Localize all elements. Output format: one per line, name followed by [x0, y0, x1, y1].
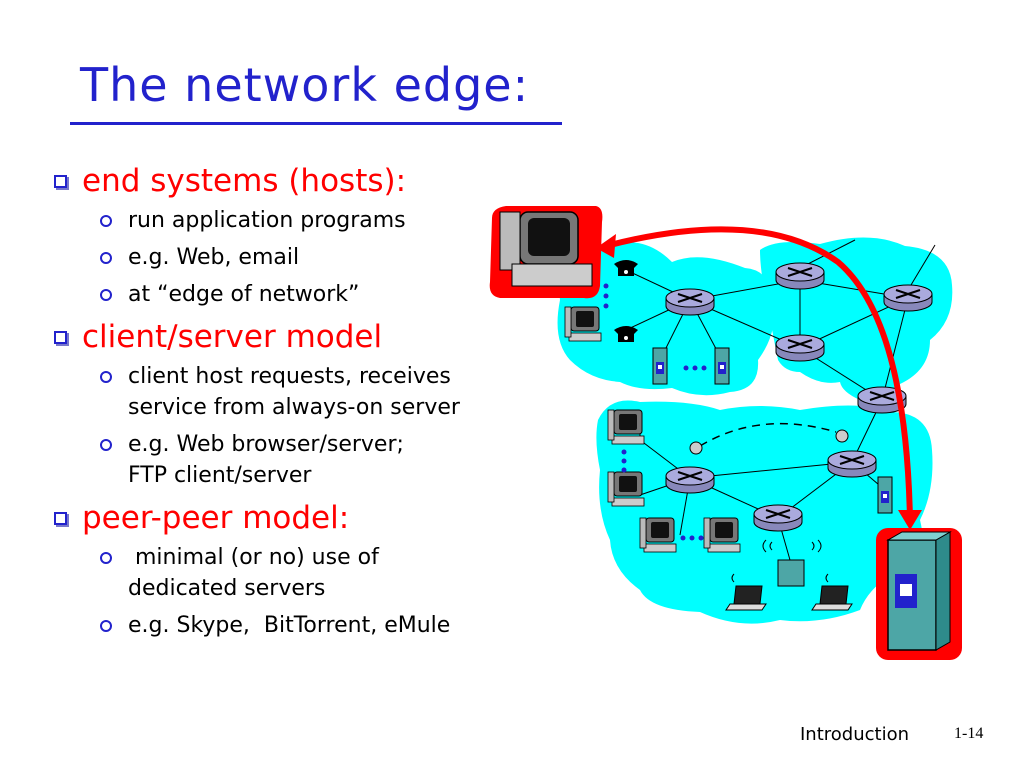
sub-bullet: e.g. Skype, BitTorrent, eMule	[48, 610, 568, 641]
server-icon	[714, 347, 730, 385]
ring-bullet-icon	[100, 552, 112, 564]
square-bullet-icon	[54, 331, 67, 344]
ring-bullet-icon	[100, 289, 112, 301]
sub-bullet: client host requests, receives service f…	[48, 361, 568, 423]
router-icon	[665, 466, 715, 494]
highlighted-server-icon	[876, 528, 962, 660]
slide-title: The network edge:	[80, 58, 530, 112]
router-icon	[775, 334, 825, 362]
title-underline	[70, 122, 562, 125]
server-icon	[877, 476, 893, 514]
sub-bullet: e.g. Web browser/server; FTP client/serv…	[48, 429, 568, 491]
desktop-pc-icon	[639, 517, 677, 553]
sub-bullet: run application programs	[48, 205, 568, 236]
satellite-dish-icon	[689, 441, 703, 455]
sub-bullet: e.g. Web, email	[48, 242, 568, 273]
ring-bullet-icon	[100, 252, 112, 264]
sub-bullet: at “edge of network”	[48, 279, 568, 310]
ring-bullet-icon	[100, 215, 112, 227]
desktop-pc-icon	[564, 306, 602, 342]
ellipsis-icon	[603, 283, 707, 541]
server-icon	[652, 347, 668, 385]
satellite-dish-icon	[835, 429, 849, 443]
ring-bullet-icon	[100, 620, 112, 632]
bullet-peer-peer: peer-peer model:	[48, 497, 568, 539]
router-icon	[665, 288, 715, 316]
desktop-pc-icon	[703, 517, 741, 553]
footer-section-label: Introduction	[800, 724, 910, 745]
sub-bullet: minimal (or no) use of dedicated servers	[48, 542, 568, 604]
slide-number: 1-14	[954, 725, 984, 742]
desktop-pc-icon	[607, 409, 645, 445]
desktop-pc-icon	[607, 471, 645, 507]
router-icon	[883, 284, 933, 312]
bullet-client-server: client/server model	[48, 316, 568, 358]
router-icon	[775, 262, 825, 290]
square-bullet-icon	[54, 512, 67, 525]
wireless-signal-icon	[731, 539, 829, 583]
ring-bullet-icon	[100, 439, 112, 451]
square-bullet-icon	[54, 175, 67, 188]
base-station-icon	[777, 559, 805, 587]
ring-bullet-icon	[100, 371, 112, 383]
client-server-arrow-icon	[596, 226, 922, 530]
router-icon	[827, 450, 877, 478]
bullet-end-systems: end systems (hosts):	[48, 160, 568, 202]
cloud-right	[760, 237, 953, 403]
router-icon	[753, 504, 803, 532]
bullet-list: end systems (hosts): run application pro…	[48, 160, 568, 647]
highlighted-host-icon	[489, 206, 603, 299]
